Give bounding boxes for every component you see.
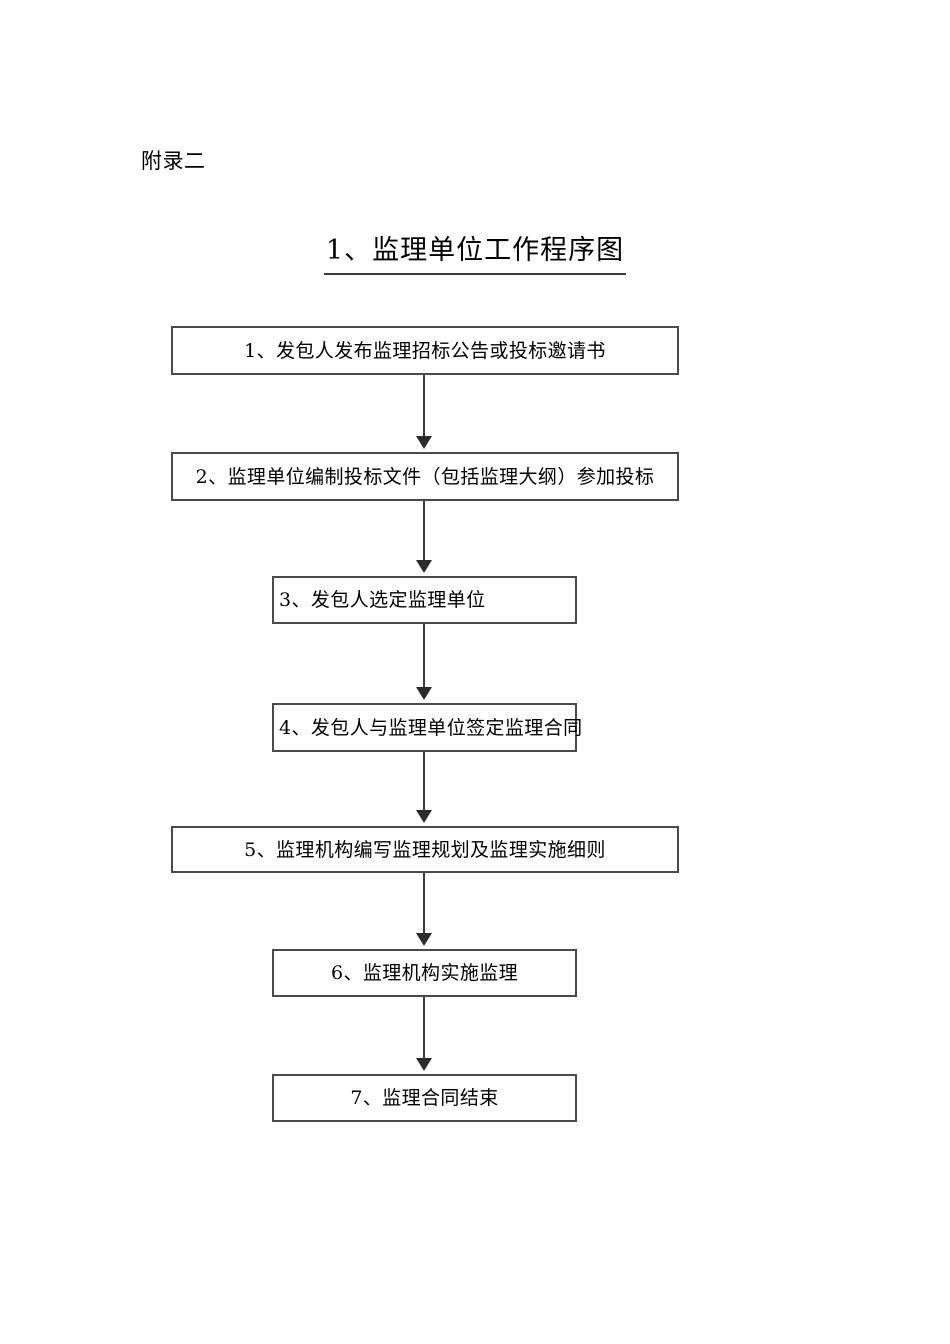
flow-connector-5-6 bbox=[423, 873, 425, 936]
flow-node-step-5: 5、监理机构编写监理规划及监理实施细则 bbox=[171, 826, 679, 873]
flow-node-step-4: 4、发包人与监理单位签定监理合同 bbox=[272, 703, 582, 752]
flow-node-step-7: 7、监理合同结束 bbox=[272, 1074, 577, 1122]
arrow-down-icon bbox=[416, 436, 432, 449]
flow-connector-1-2 bbox=[423, 375, 425, 439]
appendix-label: 附录二 bbox=[141, 149, 206, 173]
flow-node-step-2: 2、监理单位编制投标文件（包括监理大纲）参加投标 bbox=[171, 452, 679, 501]
page-title: 1、监理单位工作程序图 bbox=[0, 232, 950, 275]
flow-node-step-3: 3、发包人选定监理单位 bbox=[272, 576, 577, 624]
flow-connector-2-3 bbox=[423, 501, 425, 563]
arrow-down-icon bbox=[416, 560, 432, 573]
flow-connector-6-7 bbox=[423, 997, 425, 1061]
arrow-down-icon bbox=[416, 933, 432, 946]
arrow-down-icon bbox=[416, 810, 432, 823]
arrow-down-icon bbox=[416, 687, 432, 700]
flow-connector-4-5 bbox=[423, 752, 425, 813]
flow-node-step-6: 6、监理机构实施监理 bbox=[272, 949, 577, 997]
arrow-down-icon bbox=[416, 1058, 432, 1071]
page-title-text: 1、监理单位工作程序图 bbox=[323, 232, 627, 275]
flow-node-step-1: 1、发包人发布监理招标公告或投标邀请书 bbox=[171, 326, 679, 375]
flow-connector-3-4 bbox=[423, 624, 425, 690]
